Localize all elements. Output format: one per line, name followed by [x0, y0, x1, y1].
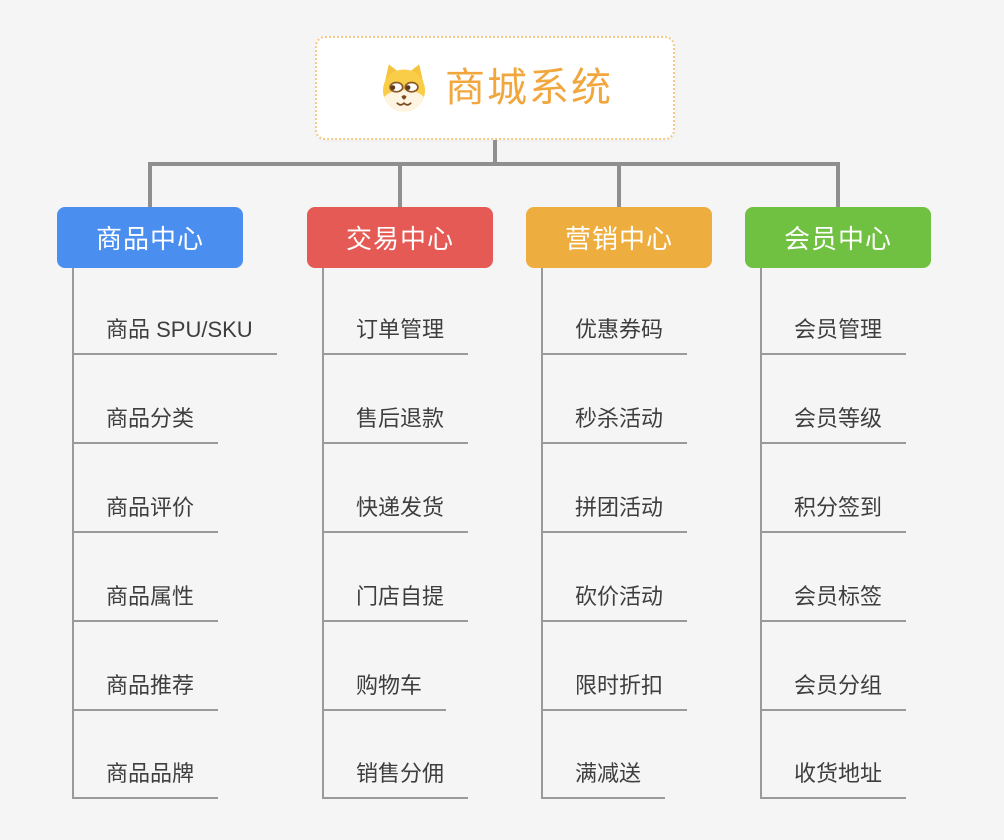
branch-node-marketing[interactable]: 营销中心: [526, 207, 712, 268]
leaf-node[interactable]: 商品评价: [72, 493, 219, 533]
leaf-node[interactable]: 售后退款: [322, 404, 469, 444]
branch-node-label: 交易中心: [345, 224, 454, 254]
leaf-node[interactable]: 满减送: [541, 759, 666, 799]
leaf-node[interactable]: 砍价活动: [541, 582, 688, 622]
leaf-node-label: 门店自提: [356, 584, 445, 609]
leaf-node[interactable]: 商品推荐: [72, 671, 219, 711]
leaf-node-label: 商品推荐: [106, 673, 195, 698]
leaf-node[interactable]: 订单管理: [322, 315, 469, 355]
leaf-node-label: 商品分类: [106, 406, 195, 431]
leaf-node-label: 拼团活动: [575, 495, 664, 520]
root-node-mall-system[interactable]: 商城系统: [315, 36, 675, 140]
leaf-node[interactable]: 商品 SPU/SKU: [72, 315, 277, 355]
leaf-node[interactable]: 会员管理: [760, 315, 907, 355]
connector-drop-trade: [398, 162, 402, 208]
leaf-node-label: 会员管理: [794, 317, 883, 342]
leaf-node[interactable]: 门店自提: [322, 582, 469, 622]
leaf-node-label: 快递发货: [356, 495, 445, 520]
branch-trunk-line: [760, 268, 762, 799]
leaf-node[interactable]: 限时折扣: [541, 671, 688, 711]
leaf-node-label: 销售分佣: [356, 761, 445, 786]
leaf-node-label: 秒杀活动: [575, 406, 664, 431]
leaf-node-label: 商品品牌: [106, 761, 195, 786]
leaf-node[interactable]: 会员标签: [760, 582, 907, 622]
branch-trunk-line: [322, 268, 324, 799]
leaf-node-label: 商品属性: [106, 584, 195, 609]
leaf-node[interactable]: 商品分类: [72, 404, 219, 444]
leaf-node-label: 优惠券码: [575, 317, 664, 342]
leaf-node-label: 积分签到: [794, 495, 883, 520]
leaf-node[interactable]: 商品属性: [72, 582, 219, 622]
connector-rail: [148, 162, 839, 166]
leaf-node-label: 商品评价: [106, 495, 195, 520]
leaf-node-label: 会员标签: [794, 584, 883, 609]
leaf-node-label: 砍价活动: [575, 584, 664, 609]
leaf-node-label: 售后退款: [356, 406, 445, 431]
leaf-node[interactable]: 销售分佣: [322, 759, 469, 799]
leaf-node[interactable]: 秒杀活动: [541, 404, 688, 444]
branch-node-label: 商品中心: [95, 224, 204, 254]
connector-drop-member: [836, 162, 840, 208]
branch-node-product[interactable]: 商品中心: [57, 207, 243, 268]
branch-node-trade[interactable]: 交易中心: [307, 207, 493, 268]
leaf-node[interactable]: 收货地址: [760, 759, 907, 799]
leaf-node[interactable]: 购物车: [322, 671, 447, 711]
leaf-node[interactable]: 会员等级: [760, 404, 907, 444]
connector-drop-product: [148, 162, 152, 208]
leaf-node-label: 限时折扣: [575, 673, 664, 698]
leaf-node[interactable]: 商品品牌: [72, 759, 219, 799]
leaf-node[interactable]: 优惠券码: [541, 315, 688, 355]
leaf-node-label: 收货地址: [794, 761, 883, 786]
leaf-node[interactable]: 拼团活动: [541, 493, 688, 533]
branch-trunk-line: [72, 268, 74, 799]
leaf-node-label: 满减送: [575, 761, 642, 786]
connector-root-stub: [493, 140, 497, 165]
connector-drop-marketing: [617, 162, 621, 208]
branch-node-member[interactable]: 会员中心: [745, 207, 931, 268]
leaf-node-label: 购物车: [356, 673, 423, 698]
branch-node-label: 营销中心: [564, 224, 673, 254]
branch-node-label: 会员中心: [783, 224, 892, 254]
leaf-node[interactable]: 会员分组: [760, 671, 907, 711]
leaf-node-label: 商品 SPU/SKU: [106, 317, 253, 342]
branch-trunk-line: [541, 268, 543, 799]
leaf-node[interactable]: 快递发货: [322, 493, 469, 533]
leaf-node[interactable]: 积分签到: [760, 493, 907, 533]
dog-icon: [377, 61, 431, 115]
leaf-node-label: 会员等级: [794, 406, 883, 431]
leaf-node-label: 会员分组: [794, 673, 883, 698]
leaf-node-label: 订单管理: [356, 317, 445, 342]
root-node-label: 商城系统: [445, 66, 613, 110]
